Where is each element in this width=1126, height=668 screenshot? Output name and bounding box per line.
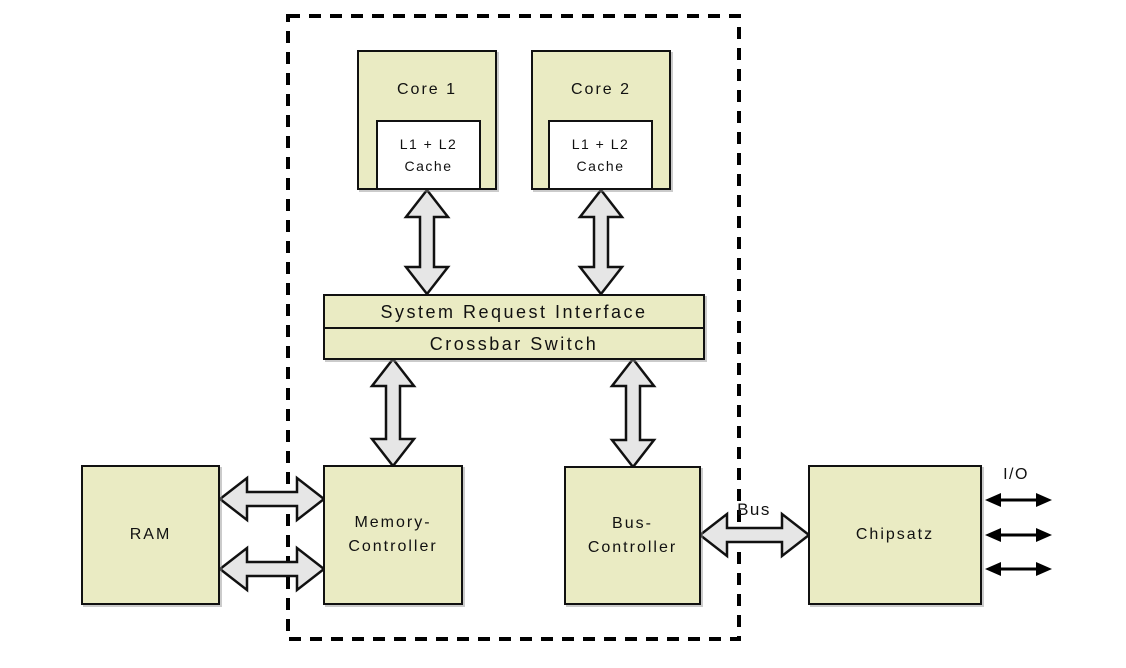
crossbar-switch-label: Crossbar Switch [429,333,599,354]
node-chipsatz: Chipsatz [808,465,982,605]
system-request-interface-label: System Request Interface [380,301,648,322]
arrow-ram-memorycontroller-lower-icon [217,545,327,593]
core1-label: Core 1 [396,81,458,98]
memory-controller-line2: Controller [348,538,438,555]
cache1-line1: L1 + L2 [399,136,458,152]
io-arrow-3-icon [985,562,1052,576]
arrow-crossbar-buscontroller-icon [609,356,657,470]
node-memory-controller: Memory- Controller [323,465,463,605]
node-cache2: L1 + L2 Cache [548,120,653,190]
chipsatz-label: Chipsatz [855,526,935,543]
arrow-cache1-sri-icon [403,187,451,297]
core2-label: Core 2 [570,81,632,98]
io-label: I/O [1003,466,1029,483]
ram-label: RAM [129,526,172,543]
bus-label: Bus [737,500,771,519]
bus-controller-line2: Controller [587,538,678,556]
cache2-line1: L1 + L2 [571,136,630,152]
arrow-cache2-sri-icon [577,187,625,297]
die-boundary-dashed-rect [286,14,741,641]
node-crossbar-switch: Crossbar Switch [323,327,705,360]
cache1-line2: Cache [404,158,453,174]
io-arrow-2-icon [985,528,1052,542]
bus-controller-line1: Bus- [612,514,653,532]
cache2-line2: Cache [576,158,625,174]
node-system-request-interface: System Request Interface [323,294,705,327]
node-cache1: L1 + L2 Cache [376,120,481,190]
node-ram: RAM [81,465,220,605]
memory-controller-line1: Memory- [354,514,432,531]
arrow-ram-memorycontroller-upper-icon [217,475,327,523]
io-arrow-1-icon [985,493,1052,507]
arrow-bus-icon [697,511,812,559]
node-bus-controller: Bus- Controller [564,466,701,605]
arrow-crossbar-memorycontroller-icon [369,356,417,469]
